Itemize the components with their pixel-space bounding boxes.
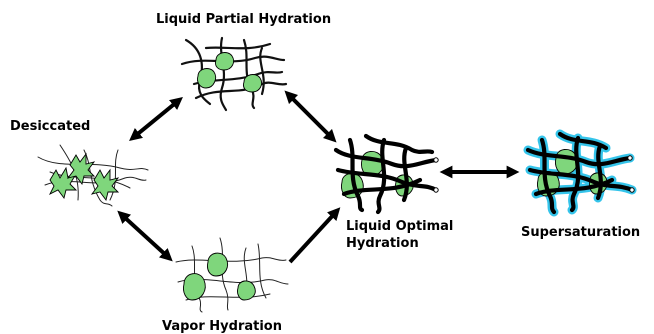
desiccated-protein-2 [66,152,96,186]
desiccated-protein-3 [90,168,120,202]
arrow-desiccated-to-vapor [117,210,173,262]
liquid-optimal-cluster [333,133,439,215]
fiber-end-1 [433,157,439,163]
arrow-desiccated-to-partial [129,96,183,142]
partial-protein-1 [197,68,217,89]
label-liquid-optimal-hydration-line1: Liquid Optimal [346,219,453,234]
supersaturation-cluster [523,129,637,217]
desiccated-protein-1 [48,166,78,200]
vapor-protein-1 [207,252,228,277]
super-protein-1 [555,149,578,175]
liquid-partial-cluster [180,36,288,112]
partial-protein-2 [215,52,235,71]
vapor-protein-3 [237,280,256,301]
partial-protein-3 [243,74,263,93]
vapor-protein-2 [183,273,206,301]
fiber-end-2 [433,187,439,193]
super-fiber-end-1 [627,155,633,161]
label-liquid-partial-hydration: Liquid Partial Hydration [156,12,331,27]
arrow-vapor-to-optimal [288,207,341,264]
desiccated-cluster [37,144,149,207]
vapor-cluster [175,237,289,313]
label-supersaturation: Supersaturation [521,225,640,240]
label-vapor-hydration: Vapor Hydration [162,319,282,334]
label-desiccated: Desiccated [10,119,90,134]
super-fiber-end-2 [629,187,635,193]
label-liquid-optimal-hydration-line2: Hydration [346,236,419,251]
arrow-partial-to-optimal [284,90,337,143]
